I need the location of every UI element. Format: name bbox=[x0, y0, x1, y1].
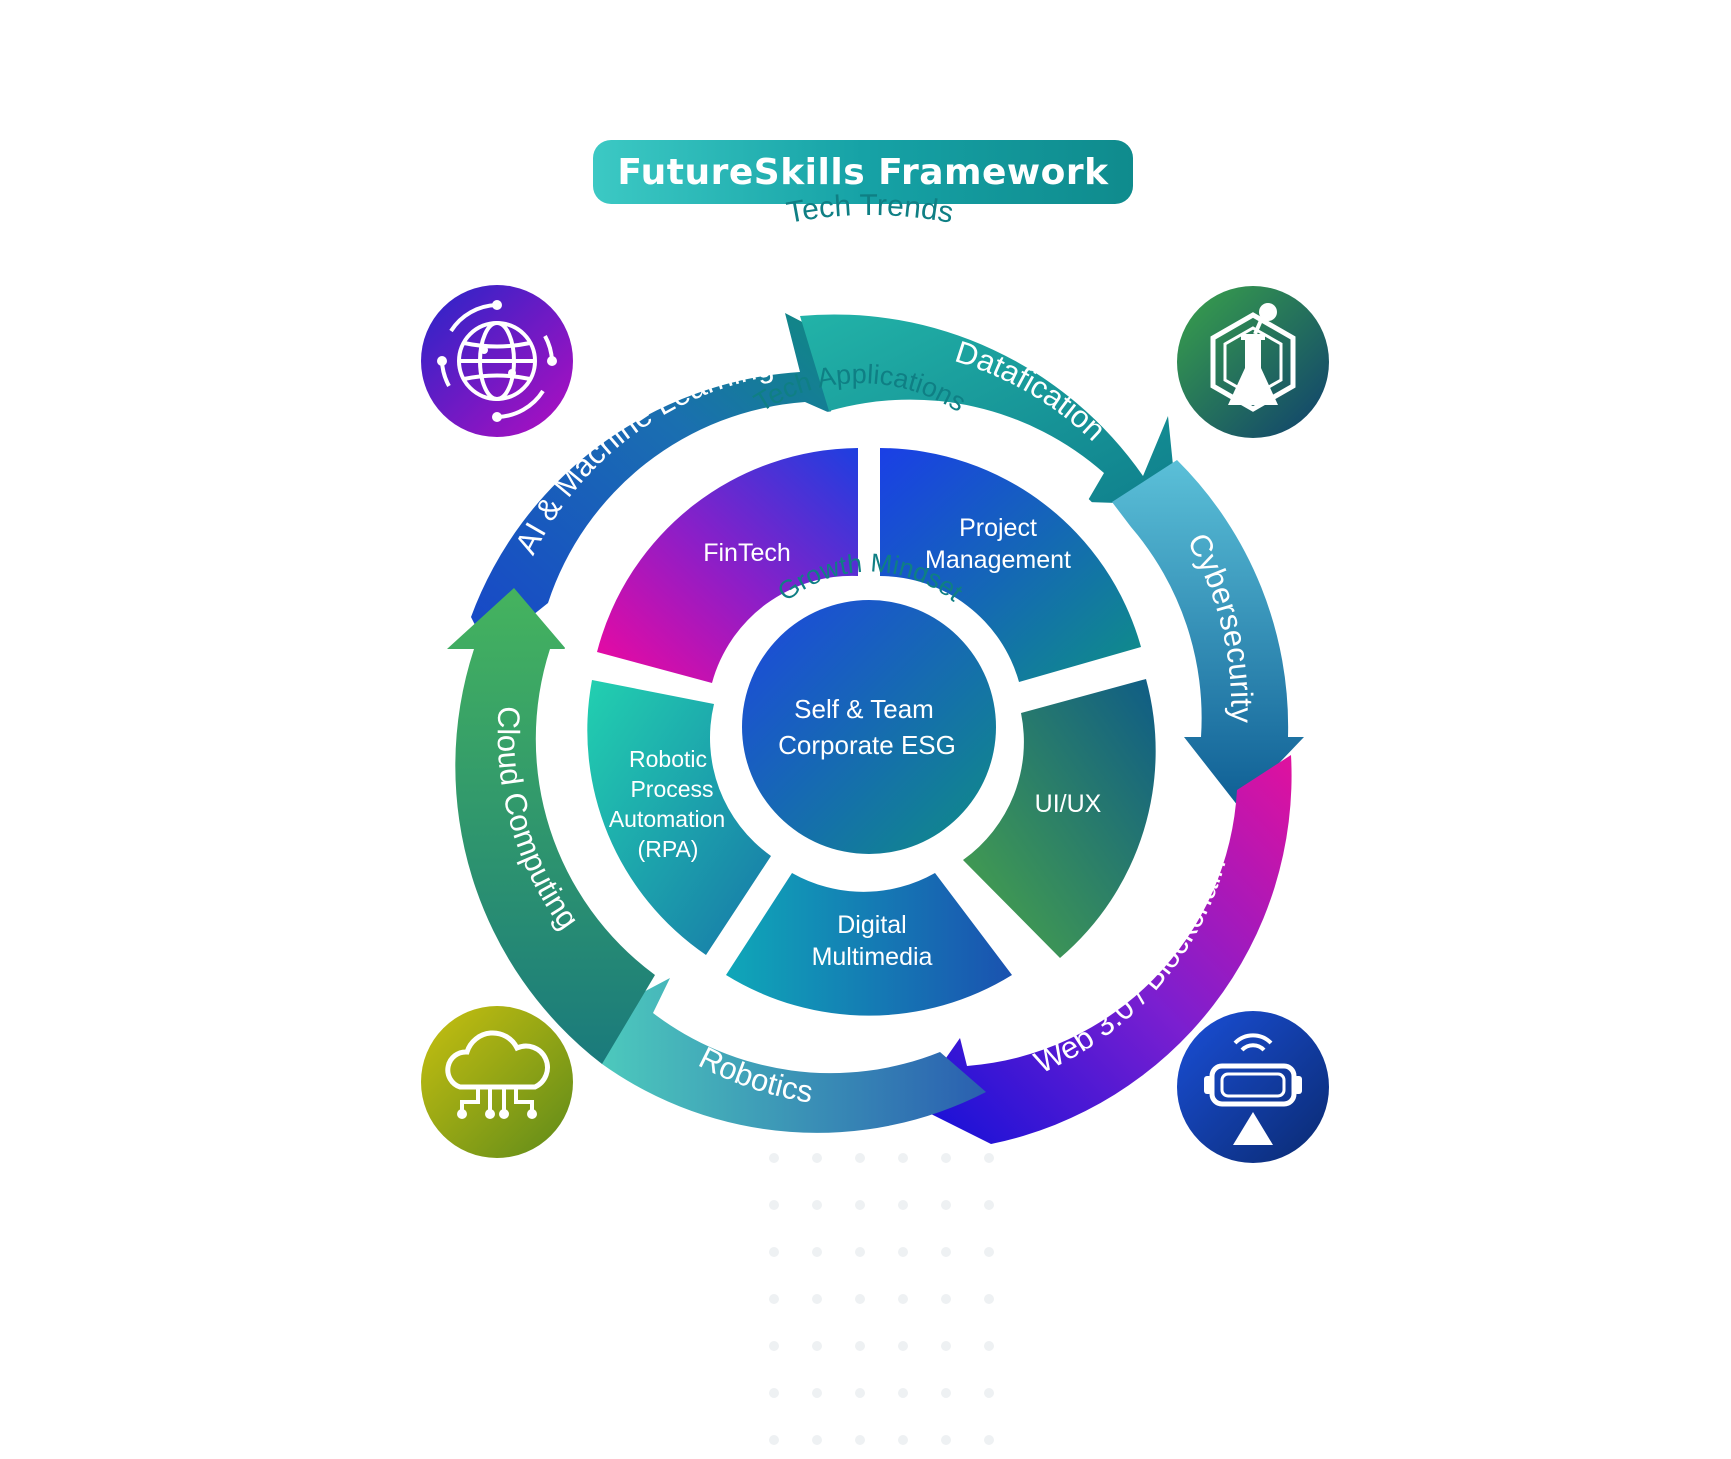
cloud-network-icon bbox=[421, 1006, 573, 1158]
grid-dot bbox=[769, 1153, 779, 1163]
grid-dot bbox=[812, 1294, 822, 1304]
grid-dot bbox=[769, 1341, 779, 1351]
grid-dot bbox=[769, 1435, 779, 1445]
arrow-robotics bbox=[587, 978, 986, 1133]
grid-dot bbox=[898, 1435, 908, 1445]
grid-dot bbox=[984, 1341, 994, 1351]
grid-dot bbox=[855, 1247, 865, 1257]
segment-project-management bbox=[880, 448, 1141, 682]
grid-dot bbox=[898, 1247, 908, 1257]
grid-dot bbox=[898, 1341, 908, 1351]
label-uiux: UI/UX bbox=[1035, 790, 1102, 818]
grid-dot bbox=[984, 1247, 994, 1257]
globe-network-icon bbox=[421, 285, 573, 437]
core-circle bbox=[742, 600, 996, 854]
grid-dot bbox=[898, 1153, 908, 1163]
diagram-title: FutureSkills Framework bbox=[617, 151, 1109, 193]
grid-dot bbox=[769, 1388, 779, 1398]
grid-dot bbox=[941, 1247, 951, 1257]
grid-dot bbox=[812, 1153, 822, 1163]
arrow-ai-machine-learning bbox=[471, 313, 860, 651]
grid-dot bbox=[898, 1294, 908, 1304]
vr-headset-icon bbox=[1177, 1011, 1329, 1163]
lab-flask-hexagon-icon bbox=[1177, 286, 1329, 438]
grid-dot bbox=[769, 1247, 779, 1257]
grid-dot bbox=[769, 1200, 779, 1210]
dot-grid bbox=[769, 1153, 994, 1445]
grid-dot bbox=[941, 1435, 951, 1445]
grid-dot bbox=[984, 1388, 994, 1398]
label-dm-line2: Multimedia bbox=[812, 943, 933, 971]
grid-dot bbox=[855, 1153, 865, 1163]
label-pm-line2: Management bbox=[925, 546, 1071, 574]
grid-dot bbox=[855, 1435, 865, 1445]
grid-dot bbox=[941, 1200, 951, 1210]
label-rpa-line1: Robotic bbox=[629, 746, 707, 772]
grid-dot bbox=[941, 1388, 951, 1398]
label-dm-line1: Digital bbox=[837, 911, 906, 939]
label-pm-line1: Project bbox=[959, 514, 1037, 542]
label-core-line2: Corporate ESG bbox=[778, 730, 956, 760]
grid-dot bbox=[984, 1294, 994, 1304]
segment-digital-multimedia bbox=[726, 873, 1012, 1016]
title-banner: FutureSkills Framework bbox=[593, 140, 1133, 204]
grid-dot bbox=[812, 1247, 822, 1257]
label-fintech: FinTech bbox=[703, 539, 791, 567]
grid-dot bbox=[812, 1388, 822, 1398]
segment-fintech bbox=[597, 448, 858, 683]
grid-dot bbox=[769, 1294, 779, 1304]
segment-rpa bbox=[587, 680, 771, 955]
grid-dot bbox=[898, 1388, 908, 1398]
arrow-cybersecurity bbox=[1112, 460, 1304, 806]
grid-dot bbox=[898, 1200, 908, 1210]
grid-dot bbox=[984, 1200, 994, 1210]
grid-dot bbox=[941, 1153, 951, 1163]
grid-dot bbox=[984, 1435, 994, 1445]
label-core-line1: Self & Team bbox=[794, 694, 934, 724]
segment-uiux bbox=[963, 679, 1156, 958]
grid-dot bbox=[855, 1294, 865, 1304]
label-rpa-line2: Process bbox=[630, 776, 713, 802]
grid-dot bbox=[855, 1200, 865, 1210]
label-rpa-line4: (RPA) bbox=[638, 836, 699, 862]
arrow-cloud-computing bbox=[447, 588, 655, 1064]
arrow-datafication bbox=[800, 314, 1177, 505]
grid-dot bbox=[812, 1435, 822, 1445]
grid-dot bbox=[941, 1294, 951, 1304]
grid-dot bbox=[812, 1200, 822, 1210]
grid-dot bbox=[855, 1341, 865, 1351]
grid-dot bbox=[984, 1153, 994, 1163]
grid-dot bbox=[941, 1341, 951, 1351]
grid-dot bbox=[855, 1388, 865, 1398]
label-rpa-line3: Automation bbox=[609, 806, 725, 832]
label-tech-trends: Tech Trends bbox=[784, 189, 956, 230]
grid-dot bbox=[812, 1341, 822, 1351]
